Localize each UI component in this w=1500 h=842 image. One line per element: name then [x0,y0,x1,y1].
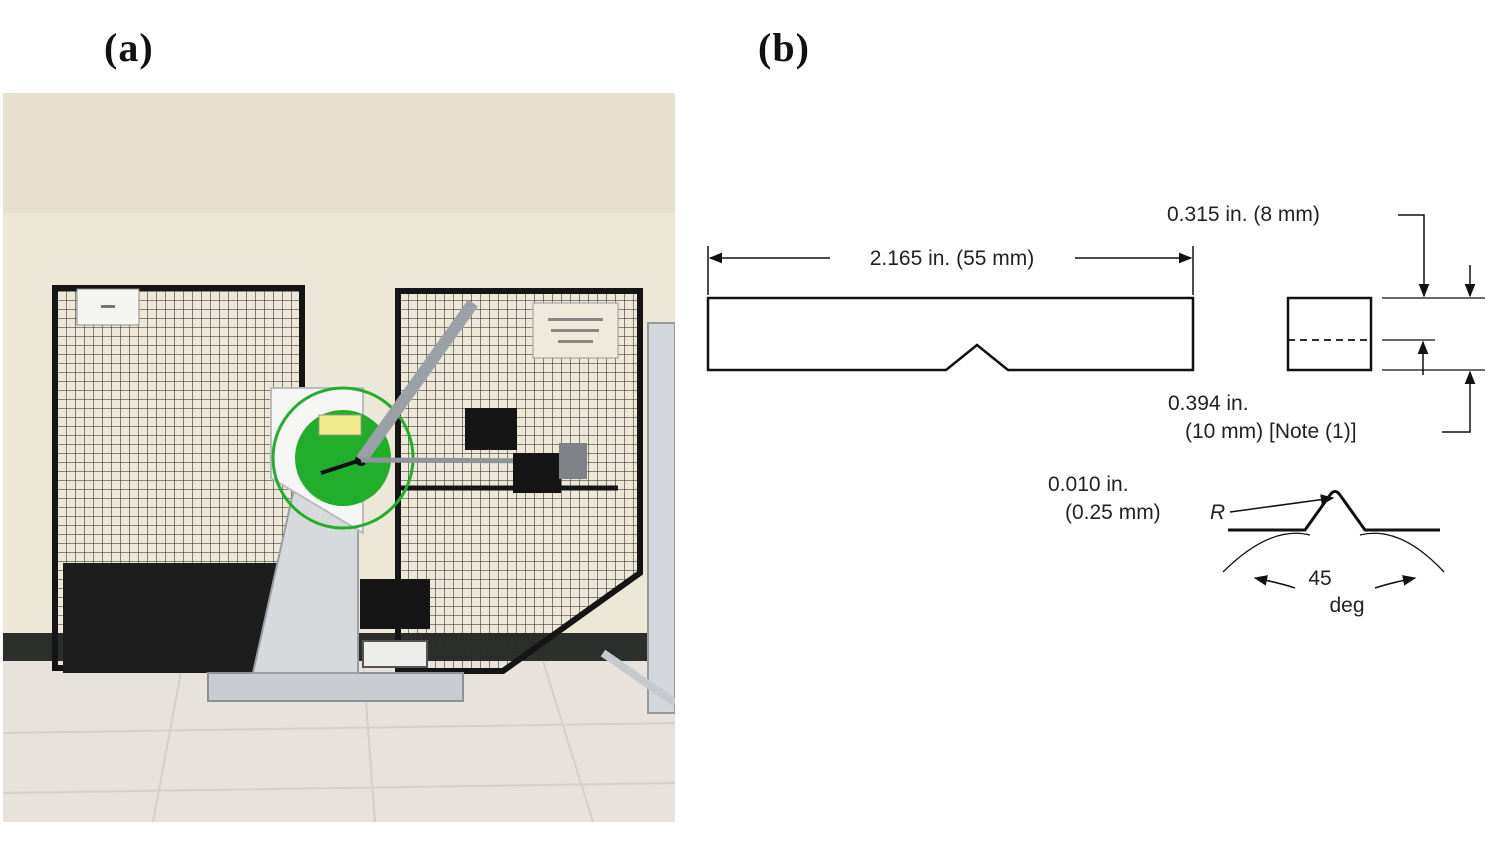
radius-label-1: 0.010 in. [1048,473,1129,496]
angle-unit: deg [1329,594,1364,617]
specimen-end-view [1286,296,1373,372]
panel-a-label: (a) [104,25,154,70]
adjacent-rack [600,322,675,714]
height-dimension-label-2: (10 mm) [Note (1)] [1185,420,1357,443]
impact-tester-photo [3,93,675,822]
panel-b-label: (b) [758,25,810,70]
length-dimension-label: 2.165 in. (55 mm) [870,247,1035,270]
specimen-drawing: 2.165 in. (55 mm) 0.315 in. (8 mm) 0.394… [706,203,1485,617]
specimen-side-view [706,296,1195,372]
radius-symbol: R [1210,501,1225,524]
radius-label-2: (0.25 mm) [1065,501,1161,524]
notch-detail [1228,490,1440,532]
height-dimension-label-1: 0.394 in. [1168,392,1249,415]
depth-dimension-label: 0.315 in. (8 mm) [1167,203,1320,226]
angle-value: 45 [1308,567,1331,590]
impact-machine [207,299,587,702]
